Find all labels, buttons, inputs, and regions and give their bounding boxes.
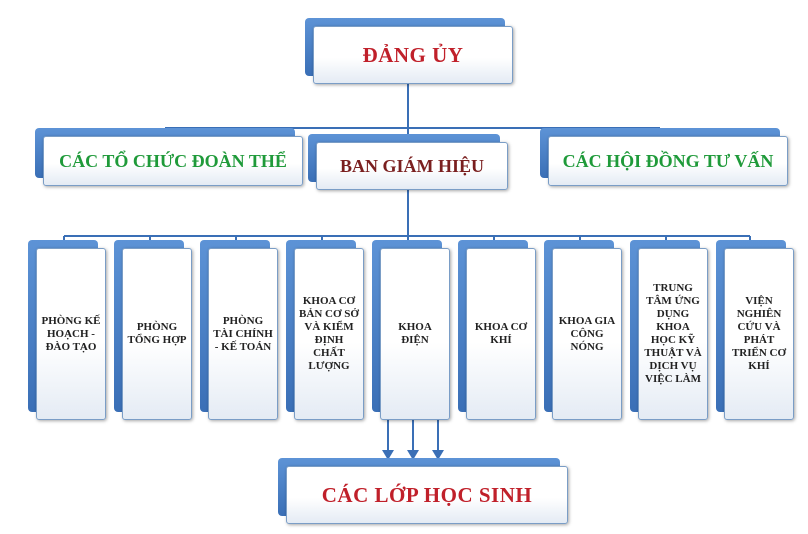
dept-label: PHÒNG KẾ HOẠCH - ĐÀO TẠO xyxy=(36,248,106,420)
dang-uy-label: ĐẢNG ỦY xyxy=(362,42,464,67)
ban-giam-hieu-box: BAN GIÁM HIỆU xyxy=(308,134,508,190)
dept-ke-hoach-dao-tao: PHÒNG KẾ HOẠCH - ĐÀO TẠO xyxy=(28,240,106,420)
dept-label: KHOA GIA CÔNG NÓNG xyxy=(552,248,622,420)
hoi-dong-tu-van-box: CÁC HỘI ĐỒNG TƯ VẤN xyxy=(540,128,788,186)
ban-giam-hieu-label: BAN GIÁM HIỆU xyxy=(339,155,484,176)
dept-khoa-co-ban: KHOA CƠ BẢN CƠ SỞ VÀ KIỂM ĐỊNH CHẤT LƯỢN… xyxy=(286,240,364,420)
dept-label: TRUNG TÂM ỨNG DỤNG KHOA HỌC KỸ THUẬT VÀ … xyxy=(638,248,708,420)
lop-hoc-sinh-box: CÁC LỚP HỌC SINH xyxy=(278,458,568,524)
lop-hoc-sinh-label: CÁC LỚP HỌC SINH xyxy=(321,482,533,507)
dept-khoa-co-khi: KHOA CƠ KHÍ xyxy=(458,240,536,420)
dept-label: PHÒNG TỔNG HỢP xyxy=(122,248,192,420)
dept-label: KHOA CƠ BẢN CƠ SỞ VÀ KIỂM ĐỊNH CHẤT LƯỢN… xyxy=(294,248,364,420)
dept-label: PHÒNG TÀI CHÍNH - KẾ TOÁN xyxy=(208,248,278,420)
dept-tai-chinh-ke-toan: PHÒNG TÀI CHÍNH - KẾ TOÁN xyxy=(200,240,278,420)
dept-tong-hop: PHÒNG TỔNG HỢP xyxy=(114,240,192,420)
dept-trung-tam-ung-dung: TRUNG TÂM ỨNG DỤNG KHOA HỌC KỸ THUẬT VÀ … xyxy=(630,240,708,420)
dept-vien-nghien-cuu: VIỆN NGHIÊN CỨU VÀ PHÁT TRIỂN CƠ KHÍ xyxy=(716,240,794,420)
to-chuc-doan-the-box: CÁC TỔ CHỨC ĐOÀN THỂ xyxy=(35,128,303,186)
dept-khoa-dien: KHOA ĐIỆN xyxy=(372,240,450,420)
dept-label: VIỆN NGHIÊN CỨU VÀ PHÁT TRIỂN CƠ KHÍ xyxy=(724,248,794,420)
hoi-dong-tu-van-label: CÁC HỘI ĐỒNG TƯ VẤN xyxy=(562,150,774,171)
dept-khoa-gia-cong-nong: KHOA GIA CÔNG NÓNG xyxy=(544,240,622,420)
dept-label: KHOA ĐIỆN xyxy=(380,248,450,420)
to-chuc-doan-the-label: CÁC TỔ CHỨC ĐOÀN THỂ xyxy=(59,150,287,171)
dept-label: KHOA CƠ KHÍ xyxy=(466,248,536,420)
dang-uy-box: ĐẢNG ỦY xyxy=(305,18,513,84)
